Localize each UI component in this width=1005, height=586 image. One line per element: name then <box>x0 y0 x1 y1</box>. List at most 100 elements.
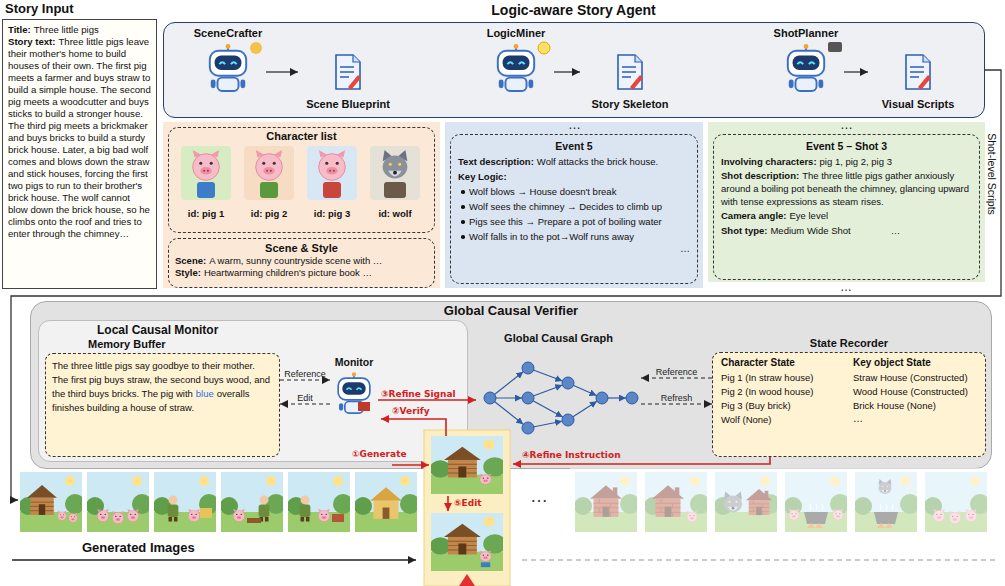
node-text: Wolf attacks the brick house. <box>537 156 658 167</box>
event-panel <box>445 122 703 288</box>
character-picture <box>307 146 357 200</box>
node-text: A warm, sunny countryside scene with … <box>209 255 382 266</box>
node-text: Scene: <box>175 255 206 266</box>
node-text: … <box>680 243 690 254</box>
connector <box>641 403 712 404</box>
note-label: ②Verify <box>392 406 430 416</box>
text-row: Style:Heartwarming children's picture bo… <box>175 267 428 279</box>
note-label: ⑤Edit <box>454 498 482 508</box>
node-text: SceneCrafter <box>194 27 262 39</box>
node-text: Character State <box>721 357 795 368</box>
character-picture <box>370 146 420 200</box>
event-box: Event 5 Text description:Wolf attacks the… <box>450 134 698 284</box>
connector <box>266 71 298 72</box>
node-text: Heartwarming children's picture book … <box>204 267 372 278</box>
lightbulb-icon <box>538 42 550 54</box>
node-text: Memory Buffer <box>88 338 166 350</box>
text-row: Wolf falls in to the pot→Wolf runs away <box>458 229 690 244</box>
text-row: Visual Scripts <box>868 98 968 110</box>
node-text: id: pig 2 <box>251 208 287 219</box>
text-row: Scene Blueprint <box>298 98 398 110</box>
node-text: id: pig 3 <box>314 208 350 219</box>
text-row: id: pig 1 <box>176 208 236 219</box>
text-row: Memory Buffer <box>88 338 166 350</box>
text-row: LogicMiner <box>478 27 554 39</box>
robot-icon <box>788 44 824 91</box>
node-text: Text description: <box>458 156 534 167</box>
node-text: Camera angle: <box>721 210 786 221</box>
causal-graph <box>490 368 632 428</box>
connector <box>844 71 868 72</box>
text-row: Story text:Three little pigs leave their… <box>8 36 151 240</box>
node-text: Local Causal Monitor <box>97 323 218 337</box>
node-text: Scene & Style <box>265 242 338 254</box>
camera-icon <box>828 42 842 52</box>
text-row: … <box>458 244 690 254</box>
node-text: Style: <box>175 267 201 278</box>
text-row: Wolf (None) <box>721 414 849 425</box>
text-row: … <box>853 413 983 424</box>
node-text: Character list <box>266 130 336 142</box>
node-text: Pig 3 (Buy brick) <box>721 400 791 411</box>
verifier-panel: Global Causal VerifierLocal Causal Monit… <box>30 301 992 469</box>
text-row: Shot type:Medium Wide Shot… <box>721 223 972 238</box>
node-text: Pig 1 (In straw house) <box>721 372 813 383</box>
robot-icon <box>338 372 370 413</box>
character-picture <box>244 146 294 200</box>
bullet-dot <box>461 220 465 224</box>
note-label: … <box>840 117 853 132</box>
node-text: Global Causal Verifier <box>444 303 578 318</box>
node-text: LogicMiner <box>487 27 546 39</box>
document-icon <box>618 55 643 90</box>
text-row: Wood House (Constructed) <box>853 386 983 397</box>
note-label: ①Generate <box>352 449 407 459</box>
bullet-dot <box>461 190 465 194</box>
state-recorder-box: State RecorderCharacter StatePig 1 (In s… <box>712 352 986 457</box>
text-row: Event 5 – Shot 3 <box>721 139 972 154</box>
node-text: State Recorder <box>810 337 888 349</box>
node-text: Three little pigs <box>34 24 99 35</box>
node-text: id: wolf <box>378 208 411 219</box>
connector <box>280 379 330 380</box>
memory-buffer-box: Memory BufferThe three little pigs say g… <box>45 353 280 457</box>
node-text: Straw House (Constructed) <box>853 372 968 383</box>
note-label: … <box>530 486 548 507</box>
current-image-panel <box>424 430 510 586</box>
note-label: ④Refine Instruction <box>522 450 621 460</box>
document-icon <box>336 55 361 90</box>
text-row: Character State <box>721 357 849 368</box>
node-text: Visual Scripts <box>882 98 955 110</box>
text-row: Wolf sees the chimney → Decides to climb… <box>458 199 690 214</box>
text-row: ShotPlanner <box>768 27 844 39</box>
node-text: Wolf blows → House doesn't break <box>469 186 616 197</box>
node-text: Wolf (None) <box>721 414 772 425</box>
node-text: ShotPlanner <box>774 27 839 39</box>
node-text: Monitor <box>335 356 374 368</box>
connector <box>280 403 330 404</box>
node-text: pig 1, pig 2, pig 3 <box>820 156 892 167</box>
text-row: Monitor <box>330 356 378 368</box>
node-text: … <box>853 413 863 424</box>
book-icon <box>358 402 370 411</box>
text-row: id: pig 2 <box>239 208 299 219</box>
text-row: The three little pigs say goodbye to the… <box>52 359 273 415</box>
edge-label: Reference <box>284 369 326 379</box>
node-text: Medium Wide Shot <box>770 225 850 236</box>
agent-panel: Logic-aware Story AgentSceneCrafterScene… <box>163 22 985 118</box>
connector <box>554 71 580 72</box>
node-text: Wood House (Constructed) <box>853 386 968 397</box>
text-row: Story Skeleton <box>580 98 680 110</box>
shot-panel <box>708 122 985 282</box>
text-row: Brick House (None) <box>853 400 983 411</box>
timeline-continuation <box>522 559 995 560</box>
node-text: Story Input <box>5 1 74 16</box>
node-text: Global Causal Graph <box>504 332 613 344</box>
node-text: Eye level <box>789 210 828 221</box>
edge-label: Refresh <box>661 393 693 403</box>
text-row: Key Logic: <box>458 169 690 184</box>
connector <box>641 377 712 378</box>
text-row: id: wolf <box>365 208 425 219</box>
node-text: Event 5 <box>555 140 592 152</box>
text-row: Pig 3 (Buy brick) <box>721 400 849 411</box>
graph-nodes <box>484 362 638 434</box>
